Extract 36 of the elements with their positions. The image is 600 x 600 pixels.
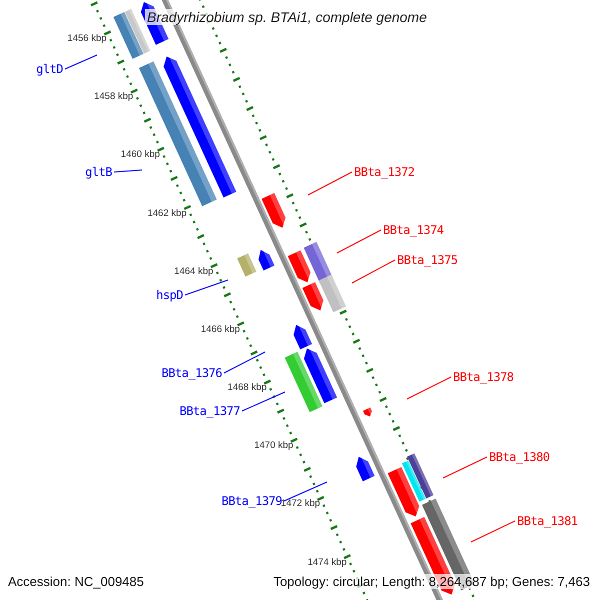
- scale-label: 1464 kbp: [174, 266, 214, 277]
- gene-label: BBta_1381: [517, 514, 578, 528]
- gene-label: BBta_1372: [354, 165, 415, 179]
- scale-label: 1468 kbp: [228, 382, 267, 394]
- scale-label: 1460 kbp: [120, 149, 160, 160]
- leader-line: [442, 456, 488, 478]
- gene-label: gltB: [85, 165, 112, 179]
- gene-label: BBta_1377: [179, 404, 240, 418]
- accession-text: Accession: NC_009485: [8, 574, 144, 589]
- scale-label: 1456 kbp: [67, 32, 107, 44]
- scale-label: 1470 kbp: [254, 440, 294, 452]
- gene-label: BBta_1379: [221, 494, 282, 508]
- scale-label: 1458 kbp: [94, 91, 134, 102]
- genome-summary: Topology: circular; Length: 8,264,687 bp; Genes: 7,463: [273, 574, 590, 589]
- leader-line: [406, 376, 452, 400]
- gene-label: BBta_1376: [161, 366, 222, 380]
- leader-line: [224, 352, 266, 374]
- gene-label: BBta_1374: [383, 223, 444, 237]
- leader-line: [64, 54, 98, 70]
- leader-line: [308, 172, 352, 196]
- gene-label: BBta_1378: [453, 370, 514, 384]
- gene-label: BBta_1375: [397, 253, 458, 267]
- leader-line: [352, 260, 396, 284]
- leader-line: [242, 392, 286, 412]
- gene-label: gltD: [36, 62, 63, 76]
- scale-label: 1462 kbp: [147, 208, 187, 218]
- leader-line: [114, 170, 142, 172]
- leader-line: [184, 280, 228, 296]
- scale-label: 1472 kbp: [280, 498, 320, 510]
- scale-label: 1474 kbp: [308, 556, 347, 568]
- gene-label: BBta_1380: [489, 450, 550, 464]
- leader-line: [470, 520, 516, 542]
- leader-line: [284, 482, 328, 502]
- leader-line: [336, 230, 382, 254]
- gene-label: hspD: [156, 288, 183, 302]
- scale-label: 1466 kbp: [200, 324, 240, 335]
